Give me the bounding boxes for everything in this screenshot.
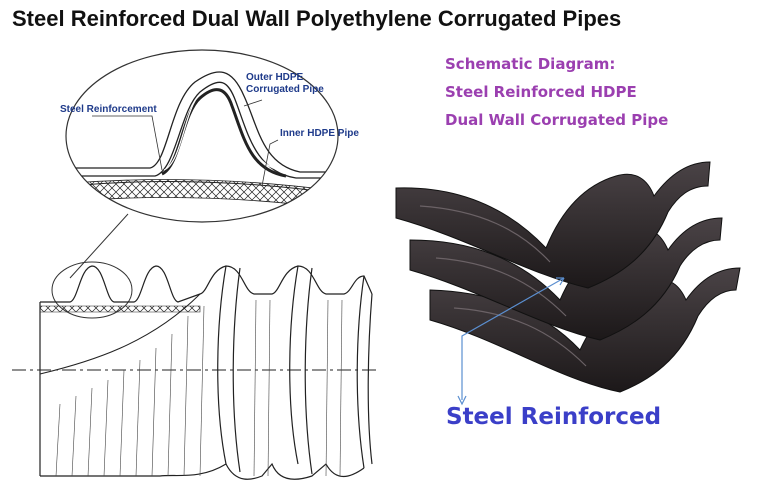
- zoom-detail-ellipse: [65, 49, 339, 223]
- label-inner-hdpe: Inner HDPE Pipe: [280, 128, 359, 139]
- page-title: Steel Reinforced Dual Wall Polyethylene …: [12, 6, 622, 31]
- steel-pointer-arrow: [461, 277, 565, 400]
- pipe-section-photo: [395, 161, 741, 406]
- pipe-side-view: [12, 265, 380, 480]
- label-steel-reinforcement: Steel Reinforcement: [60, 104, 157, 115]
- label-outer-corrugated: Corrugated Pipe: [246, 84, 324, 95]
- caption-line-3: Dual Wall Corrugated Pipe: [445, 111, 669, 129]
- pipe-schematic-diagram: Steel Reinforcement Outer HDPE Corrugate…: [12, 49, 380, 480]
- detail-circle: [51, 261, 133, 319]
- steel-reinforced-label: Steel Reinforced: [446, 404, 662, 430]
- caption-line-1: Schematic Diagram:: [445, 55, 616, 73]
- label-outer-hdpe: Outer HDPE: [246, 72, 304, 83]
- schematic-caption: Schematic Diagram: Steel Reinforced HDPE…: [445, 50, 668, 134]
- caption-line-2: Steel Reinforced HDPE: [445, 83, 637, 101]
